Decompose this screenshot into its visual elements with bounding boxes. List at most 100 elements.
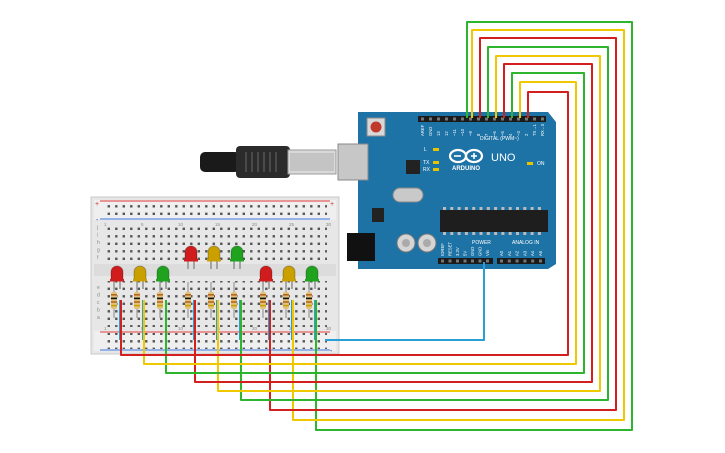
mcu-pin (457, 232, 461, 235)
mcu-pin (464, 232, 468, 235)
digital-pin-label: TX→1 (532, 123, 537, 136)
led-rim (207, 259, 221, 262)
mcu-pin (486, 207, 490, 210)
power-pin-label: RESET (448, 242, 453, 256)
digital-pin (517, 117, 520, 121)
mcu-pin (537, 232, 541, 235)
model-label: UNO (491, 152, 516, 164)
resistor-band (260, 294, 266, 296)
resistor-band (306, 304, 312, 307)
digital-pin (509, 117, 512, 121)
led-rim (282, 279, 296, 282)
wire-red (120, 91, 569, 356)
digital-pin-label: GND (428, 127, 433, 136)
digital-pin (469, 117, 472, 121)
resistor-band (157, 294, 163, 296)
resistor-band (157, 304, 163, 307)
led-tx-indicator (433, 161, 439, 164)
resistor-body (306, 292, 312, 309)
led-body (133, 265, 147, 281)
resistor-band (134, 304, 140, 307)
mcu-pin (530, 207, 534, 210)
resistor-band (185, 301, 191, 303)
led-body (110, 265, 124, 281)
usb-cable (200, 146, 337, 178)
usb-chip (406, 160, 420, 174)
led-rim (133, 279, 147, 282)
arduino-logo-icon (448, 148, 484, 164)
power-pin (486, 259, 489, 263)
mcu-pin (450, 207, 454, 210)
led-rim (184, 259, 198, 262)
resistor-body (260, 292, 266, 309)
mcu-pin (494, 232, 498, 235)
mcu-pin (523, 207, 527, 210)
power-pin-label: GND (478, 247, 483, 256)
led-rim (305, 279, 319, 282)
power-label: POWER (472, 240, 491, 246)
row-label: f (97, 255, 99, 261)
resistor-band (157, 297, 163, 300)
wire-green (240, 46, 609, 401)
digital-pin-label: 12 (444, 131, 449, 136)
analog-pin-label: A4 (530, 250, 535, 256)
led-rim (110, 279, 124, 282)
mcu-pin (472, 232, 476, 235)
crystal-oscillator (392, 187, 424, 203)
resistor-band (134, 294, 140, 296)
barrel-jack (347, 233, 375, 261)
rail-minus-left: - (96, 217, 99, 224)
resistor-band (157, 301, 163, 303)
digital-pin (421, 117, 424, 121)
mcu-pin (537, 207, 541, 210)
center-channel (94, 264, 336, 276)
resistor-band (260, 304, 266, 307)
led-body (259, 265, 273, 281)
mcu-pin (486, 232, 490, 235)
mcu-pin (501, 232, 505, 235)
mcu-pin (479, 207, 483, 210)
analog-pin (539, 259, 542, 263)
analog-pin-label: A2 (515, 250, 520, 256)
analog-pin (523, 259, 527, 263)
resistor-band (231, 301, 237, 303)
power-pin (463, 259, 467, 263)
digital-pin (453, 117, 456, 121)
row-label: g (97, 248, 100, 254)
digital-pin (477, 117, 480, 121)
column-label: 10 (178, 222, 184, 227)
led-l-indicator (433, 148, 439, 151)
led-body (184, 245, 198, 261)
digital-pin-label: ~6 (492, 131, 497, 136)
rail-plus-left: + (95, 201, 99, 208)
resistor-band (260, 297, 266, 300)
mcu-pin (450, 232, 454, 235)
resistor-body (208, 292, 214, 309)
resistor-band (283, 301, 289, 303)
digital-pin-label: 7 (484, 133, 489, 136)
digital-pin (533, 117, 536, 121)
led-rx-label: RX (423, 167, 431, 173)
digital-pin (445, 117, 448, 121)
mcu-pin (464, 207, 468, 210)
rail-plus-right: + (330, 201, 334, 208)
resistor-band (185, 304, 191, 307)
digital-pin (485, 117, 488, 121)
led-body (230, 245, 244, 261)
power-pin-label: IOREF (440, 243, 445, 256)
mcu-pin (443, 207, 446, 210)
resistor-body (157, 292, 163, 309)
resistor-body (185, 292, 191, 309)
digital-pin (429, 117, 432, 121)
digital-pin-label: AREF (420, 124, 425, 136)
column-label: 30 (326, 222, 332, 227)
digital-pin-label: 2 (524, 133, 529, 136)
digital-label: DIGITAL (PWM~) (480, 136, 519, 142)
column-label: 1 (104, 222, 107, 227)
resistor-band (260, 301, 266, 303)
row-label: e (97, 285, 100, 291)
row-label: a (97, 315, 100, 321)
power-pin (471, 259, 474, 263)
